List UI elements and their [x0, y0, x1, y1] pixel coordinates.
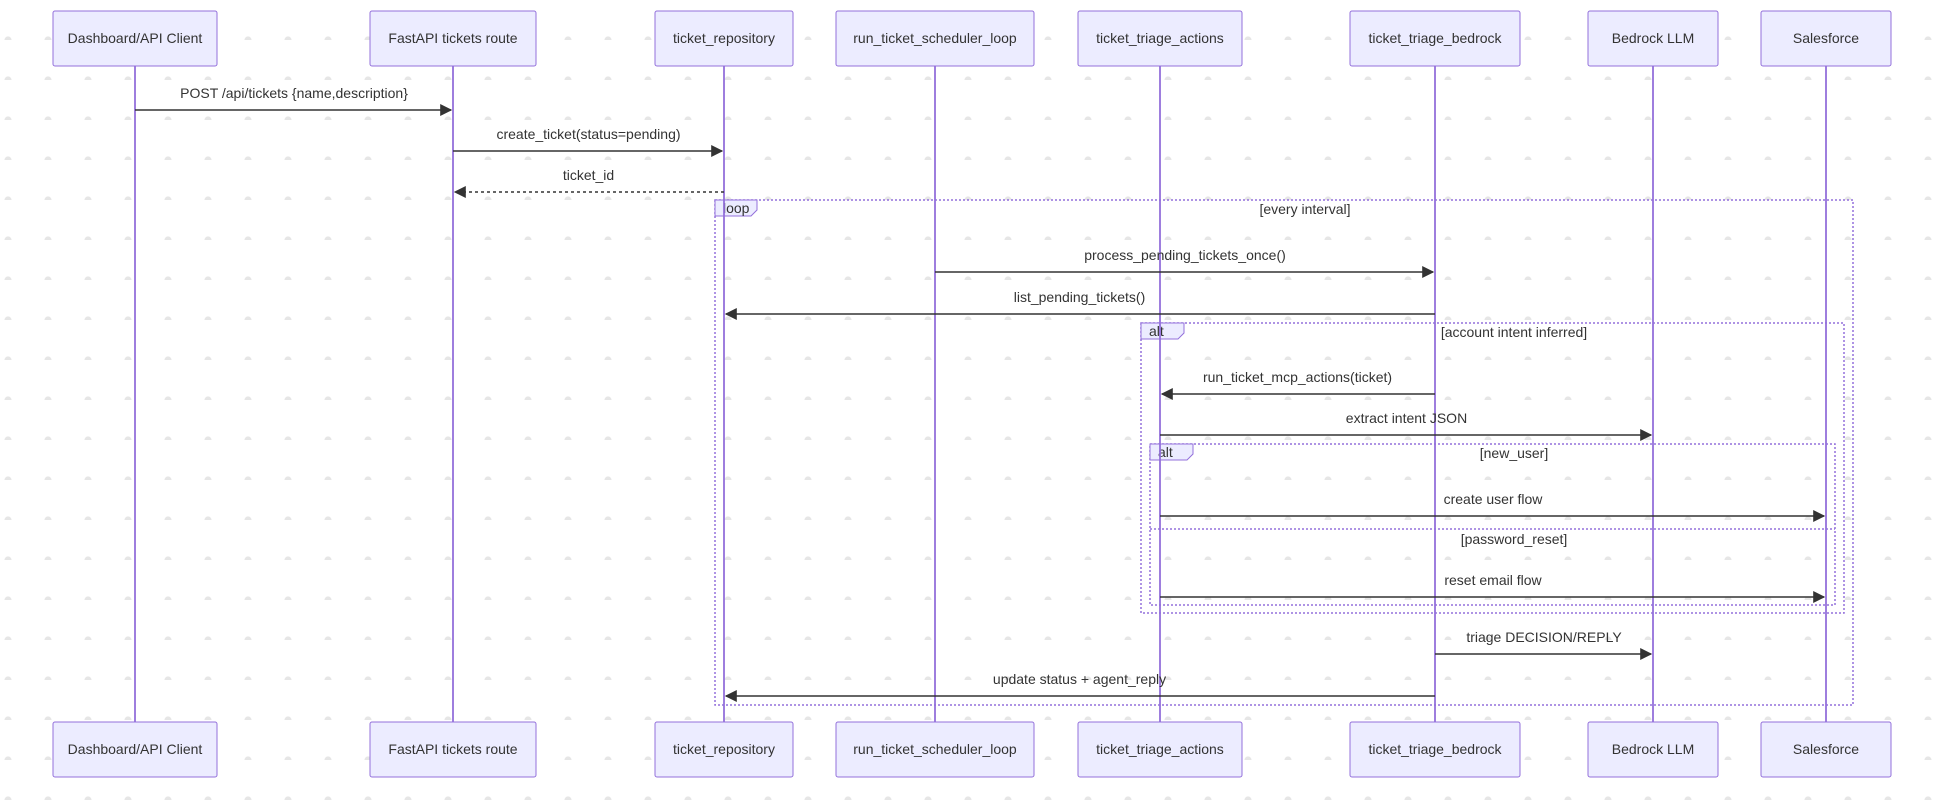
fragment-border	[714, 199, 1854, 706]
actor-box	[1349, 721, 1521, 778]
actor-box	[1077, 10, 1243, 67]
message-label: create_ticket(status=pending)	[496, 126, 680, 142]
fragment-kind-label: alt	[1158, 444, 1173, 460]
message-10: update status + agent_reply	[724, 671, 1435, 702]
actor-box	[1587, 721, 1719, 778]
fragment-border	[1149, 443, 1836, 606]
actor-label: ticket_triage_bedrock	[1368, 30, 1502, 46]
actor-sf-bottom: Salesforce	[1760, 721, 1892, 778]
actor-actions-bottom: ticket_triage_actions	[1077, 721, 1243, 778]
message-label: update status + agent_reply	[993, 671, 1166, 687]
actor-sf-top: Salesforce	[1760, 10, 1892, 67]
fragment-kind-label: loop	[723, 200, 750, 216]
actor-scheduler-bottom: run_ticket_scheduler_loop	[835, 721, 1035, 778]
message-0: POST /api/tickets {name,description}	[135, 85, 453, 116]
actor-box	[52, 10, 218, 67]
message-label: triage DECISION/REPLY	[1466, 629, 1622, 645]
actor-label: Bedrock LLM	[1612, 30, 1694, 46]
message-label: extract intent JSON	[1346, 410, 1467, 426]
message-label: create user flow	[1444, 491, 1544, 507]
actor-label: run_ticket_scheduler_loop	[853, 30, 1017, 46]
actor-label: ticket_triage_actions	[1096, 30, 1224, 46]
actor-label: ticket_repository	[673, 741, 775, 757]
fragment-alt-1: alt [account intent inferred]	[1140, 322, 1845, 614]
actor-llm-bottom: Bedrock LLM	[1587, 721, 1719, 778]
actor-label: run_ticket_scheduler_loop	[853, 741, 1017, 757]
actor-label: Dashboard/API Client	[68, 741, 203, 757]
actor-label: FastAPI tickets route	[388, 30, 517, 46]
actor-box	[835, 721, 1035, 778]
fragment-condition-label: [new_user]	[1480, 445, 1548, 461]
fragment-tab	[714, 199, 758, 217]
message-2: ticket_id	[453, 167, 724, 198]
actor-label: Salesforce	[1793, 30, 1859, 46]
actor-box	[654, 10, 794, 67]
message-5: run_ticket_mcp_actions(ticket)	[1160, 369, 1435, 400]
fragments-layer: loop [every interval] alt [account intent i…	[714, 199, 1854, 706]
message-3: process_pending_tickets_once()	[935, 247, 1435, 278]
lifelines-layer	[134, 66, 1827, 722]
actor-label: FastAPI tickets route	[388, 741, 517, 757]
actor-box	[1587, 10, 1719, 67]
fragment-condition-label: [every interval]	[1259, 201, 1350, 217]
actor-label: ticket_triage_bedrock	[1368, 741, 1502, 757]
message-1: create_ticket(status=pending)	[453, 126, 724, 157]
fragment-loop-0: loop [every interval]	[714, 199, 1854, 706]
actor-box	[654, 721, 794, 778]
actor-bedrock-bottom: ticket_triage_bedrock	[1349, 721, 1521, 778]
message-label: list_pending_tickets()	[1014, 289, 1146, 305]
message-label: POST /api/tickets {name,description}	[180, 85, 408, 101]
actor-label: Dashboard/API Client	[68, 30, 203, 46]
actor-bedrock-top: ticket_triage_bedrock	[1349, 10, 1521, 67]
actor-scheduler-top: run_ticket_scheduler_loop	[835, 10, 1035, 67]
actor-label: Bedrock LLM	[1612, 741, 1694, 757]
fragment-else-condition-label: [password_reset]	[1461, 531, 1568, 547]
actor-repo-bottom: ticket_repository	[654, 721, 794, 778]
fragment-alt-2: alt [new_user] [password_reset]	[1149, 443, 1836, 606]
message-9: triage DECISION/REPLY	[1435, 629, 1653, 660]
message-label: process_pending_tickets_once()	[1084, 247, 1286, 263]
message-6: extract intent JSON	[1160, 410, 1653, 441]
actor-label: Salesforce	[1793, 741, 1859, 757]
actor-box	[1760, 10, 1892, 67]
actor-box	[835, 10, 1035, 67]
fragment-kind-label: alt	[1149, 323, 1164, 339]
fragment-border	[1140, 322, 1845, 614]
fragment-condition-label: [account intent inferred]	[1441, 324, 1587, 340]
message-label: ticket_id	[563, 167, 614, 183]
message-label: run_ticket_mcp_actions(ticket)	[1203, 369, 1392, 385]
actor-route-bottom: FastAPI tickets route	[369, 721, 537, 778]
actor-box	[1349, 10, 1521, 67]
fragment-tab	[1140, 322, 1185, 340]
actor-actions-top: ticket_triage_actions	[1077, 10, 1243, 67]
message-8: reset email flow	[1160, 572, 1826, 603]
messages-layer: POST /api/tickets {name,description} crea…	[135, 85, 1826, 702]
actor-box	[1077, 721, 1243, 778]
message-4: list_pending_tickets()	[724, 289, 1435, 320]
message-label: reset email flow	[1444, 572, 1542, 588]
actor-box	[52, 721, 218, 778]
actor-box	[369, 10, 537, 67]
actor-client-top: Dashboard/API Client	[52, 10, 218, 67]
actor-client-bottom: Dashboard/API Client	[52, 721, 218, 778]
actor-label: ticket_repository	[673, 30, 775, 46]
actor-llm-top: Bedrock LLM	[1587, 10, 1719, 67]
actor-box	[369, 721, 537, 778]
actor-route-top: FastAPI tickets route	[369, 10, 537, 67]
actor-box	[1760, 721, 1892, 778]
message-7: create user flow	[1160, 491, 1826, 522]
actor-repo-top: ticket_repository	[654, 10, 794, 67]
actor-label: ticket_triage_actions	[1096, 741, 1224, 757]
